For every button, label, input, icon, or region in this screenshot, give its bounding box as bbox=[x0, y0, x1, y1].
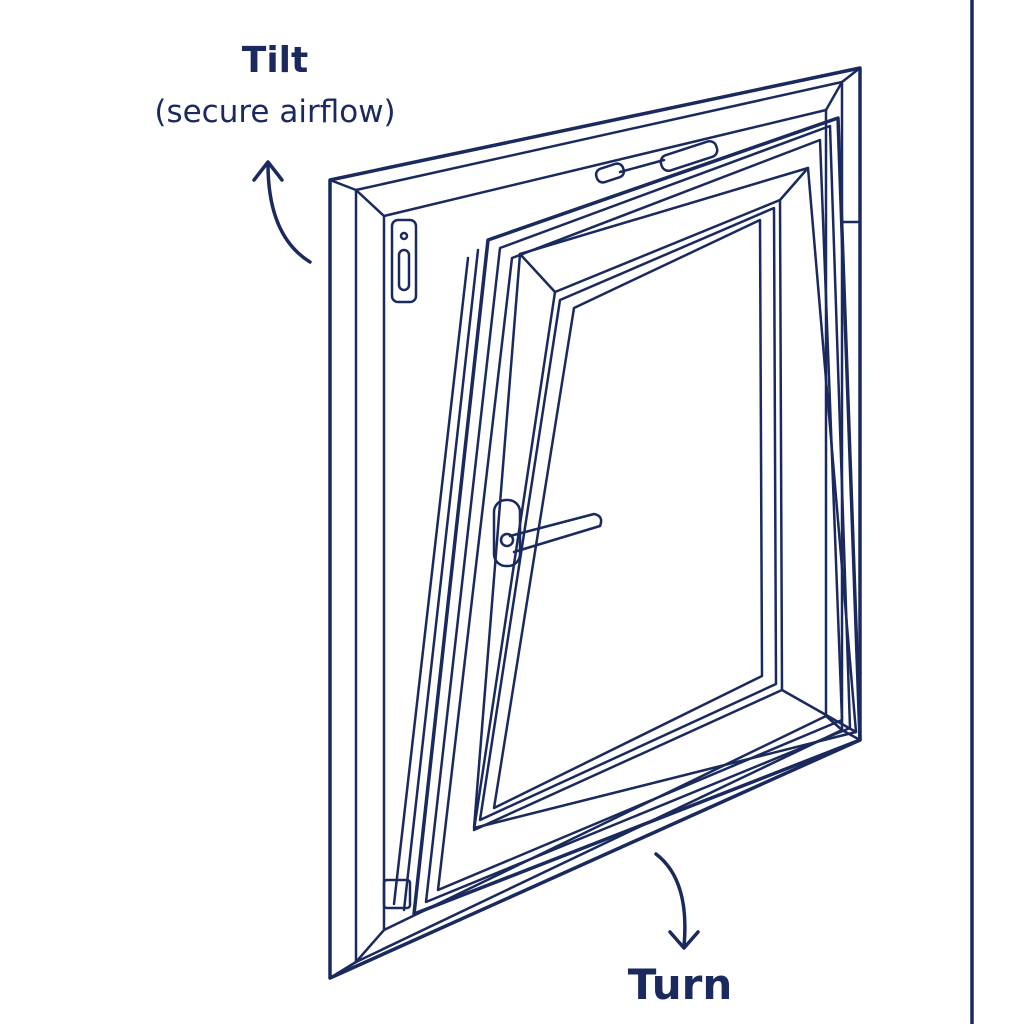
side-hinge-bracket bbox=[390, 218, 418, 304]
window-handle bbox=[492, 498, 603, 568]
turn-label: Turn bbox=[627, 960, 733, 1009]
top-stay-hinge bbox=[594, 140, 719, 184]
tilt-subtitle: (secure airflow) bbox=[154, 94, 396, 130]
bottom-hinge bbox=[382, 878, 412, 910]
tilt-label: Tilt bbox=[241, 40, 309, 81]
tilt-arrow-icon bbox=[252, 160, 312, 264]
window-sash bbox=[392, 116, 862, 916]
turn-arrow-icon bbox=[654, 852, 700, 950]
